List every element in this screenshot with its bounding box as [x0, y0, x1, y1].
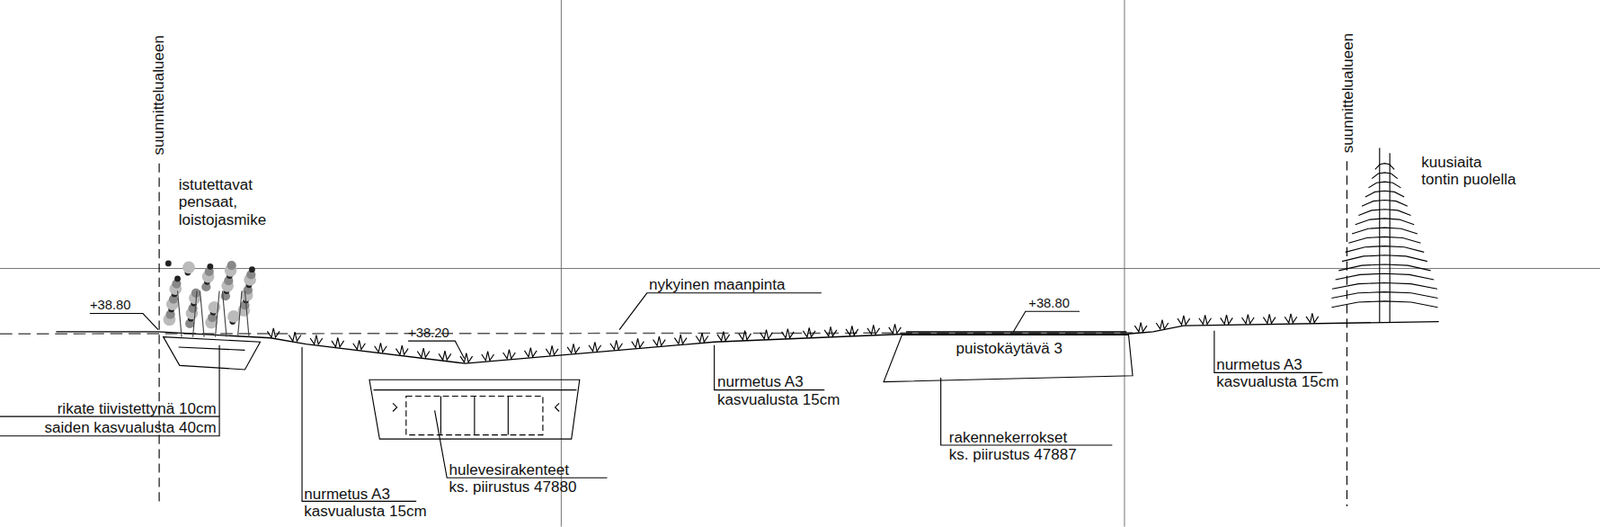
boundary-label: suunnittelualueen	[149, 35, 167, 156]
callout-label: nurmetus A3 kasvualusta 15cm	[717, 372, 851, 408]
callout-label: +38.20	[408, 323, 450, 341]
shrub-planting	[163, 259, 257, 337]
stormwater-structure	[369, 379, 580, 439]
callout-label: rikate tiivistettynä 10cm	[57, 399, 217, 417]
boundary-label: suunnittelualueen	[1338, 33, 1356, 154]
callout-label: nurmetus A3 kasvualusta 15cm	[303, 484, 437, 520]
structure-name: puistokäytävä 3	[883, 330, 1135, 356]
leader-line	[619, 293, 822, 330]
callout-label: nykyinen maanpinta	[648, 275, 785, 294]
planting-bed	[163, 337, 261, 370]
callout-label: nurmetus A3 kasvualusta 15cm	[1216, 355, 1350, 391]
callout-label: +38.80	[1028, 293, 1070, 312]
mulch-layer	[178, 346, 246, 350]
leader-line	[89, 313, 159, 330]
grass-tufts	[266, 312, 1318, 362]
leader-lines	[0, 293, 1323, 502]
path-structure: puistokäytävä 3	[883, 330, 1135, 383]
callout-label: istutettavat pensaat, loistojasmike	[178, 175, 297, 228]
leader-line	[408, 340, 464, 358]
callout-label: kuusiaita tontin puolella	[1421, 152, 1521, 188]
callout-label: rakennekerrokset ks. piirustus 47887	[949, 427, 1088, 463]
callout-label: hulevesirakenteet ks. piirustus 47880	[448, 460, 587, 496]
leader-line	[0, 345, 220, 436]
callout-label: saiden kasvualusta 40cm	[44, 417, 216, 436]
leader-line	[302, 346, 417, 501]
leader-line	[1013, 311, 1080, 332]
callout-label: +38.80	[89, 295, 132, 313]
